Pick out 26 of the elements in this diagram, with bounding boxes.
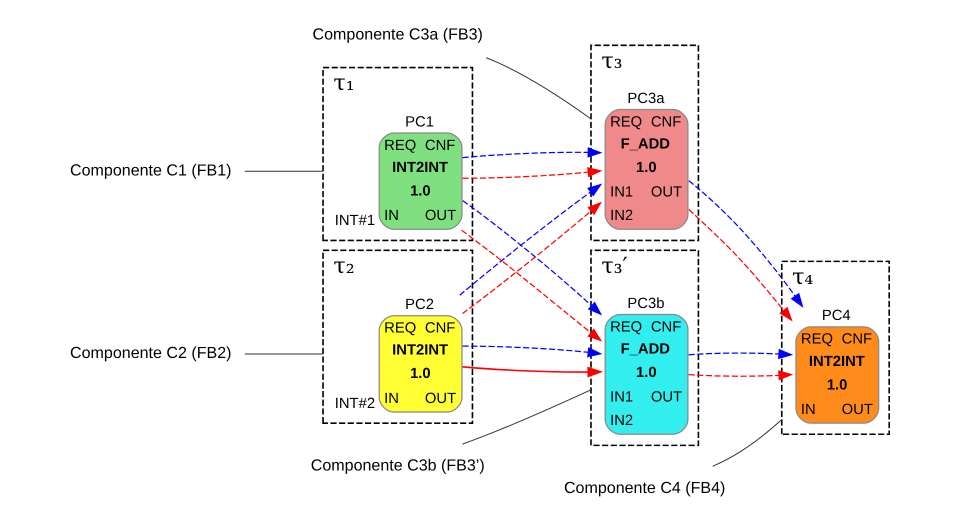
node-label: PC4 (822, 308, 851, 324)
node-label: PC1 (405, 114, 434, 130)
node-text: Componente C2 (FB2) (70, 344, 232, 362)
arrow (688, 370, 794, 381)
node-text: Componente C3b (FB3’) (310, 456, 485, 475)
arrow (462, 167, 602, 179)
connector (712, 419, 782, 467)
arrow (462, 346, 602, 358)
node-label: INT#2 (334, 396, 376, 412)
arrow (461, 230, 602, 342)
node-label: PC3a (627, 90, 664, 107)
node-text: Componente C1 (FB1) (70, 161, 232, 180)
node-text: Componente C4 (FB4) (564, 478, 726, 497)
arrow (459, 184, 602, 296)
arrow (688, 348, 794, 360)
arrow (462, 366, 603, 378)
connector (486, 57, 592, 120)
node-label: INT#1 (334, 213, 376, 230)
node-label: PC2 (405, 297, 434, 314)
node-label: PC3b (627, 296, 664, 312)
arrow (462, 147, 602, 158)
connector (462, 389, 592, 445)
arrow (688, 180, 804, 308)
node-text: Componente C3a (FB3) (312, 26, 483, 44)
arrow (688, 209, 793, 322)
connector (244, 170, 324, 172)
